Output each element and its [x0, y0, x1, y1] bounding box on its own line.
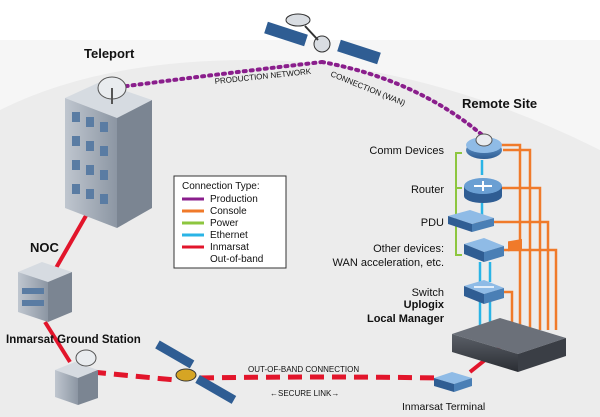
- oob-link-sat-terminal: [199, 374, 441, 381]
- inmarsat-terminal-icon: [434, 372, 472, 392]
- inmarsat-satellite-icon: [155, 340, 237, 404]
- teleport-label: Teleport: [84, 46, 135, 61]
- local-manager-label-line1: Uplogix: [404, 299, 445, 311]
- legend-item-console: Console: [210, 206, 247, 217]
- inmarsat-link-noc-ground: [43, 320, 72, 364]
- out-of-band-label: OUT-OF-BAND CONNECTION: [248, 365, 359, 374]
- switch-icon: [464, 280, 504, 304]
- legend: Connection Type: ProductionConsolePowerE…: [173, 175, 287, 269]
- device-label-other-line1: Other devices:: [373, 243, 444, 255]
- router-icon: [464, 178, 502, 203]
- noc-building-icon: [18, 262, 72, 322]
- legend-item-out-of-band: Out-of-band: [210, 254, 263, 265]
- noc-label: NOC: [30, 240, 60, 255]
- ground-station-icon: [55, 349, 98, 405]
- teleport-building-icon: [65, 76, 152, 228]
- local-manager-label-line2: Local Manager: [367, 313, 445, 325]
- secure-link-label: ←SECURE LINK→: [270, 389, 339, 398]
- device-label-comm: Comm Devices: [369, 145, 444, 157]
- other-devices-icon: [464, 238, 504, 262]
- remote-site-label: Remote Site: [462, 96, 537, 111]
- console-lines: [470, 143, 558, 330]
- pdu-icon: [448, 210, 494, 232]
- legend-item-power: Power: [210, 218, 239, 229]
- device-label-switch: Switch: [412, 287, 444, 299]
- local-manager-icon: [452, 238, 566, 372]
- ground-station-label: Inmarsat Ground Station: [6, 334, 141, 346]
- device-label-other-line2: WAN acceleration, etc.: [333, 257, 444, 269]
- production-link-remote: [320, 60, 490, 142]
- legend-item-production: Production: [210, 194, 258, 205]
- legend-title: Connection Type:: [182, 181, 260, 192]
- device-label-pdu: PDU: [421, 217, 444, 229]
- device-label-router: Router: [411, 184, 444, 196]
- wan-satellite-icon: [264, 13, 381, 65]
- legend-item-ethernet: Ethernet: [210, 230, 248, 241]
- oob-link-ground-sat: [91, 369, 176, 383]
- legend-item-inmarsat: Inmarsat: [210, 242, 249, 253]
- background-highlight: [0, 40, 600, 150]
- production-link-teleport: [110, 60, 324, 90]
- comm-device-icon: [466, 133, 502, 159]
- inmarsat-terminal-label: Inmarsat Terminal: [402, 401, 485, 413]
